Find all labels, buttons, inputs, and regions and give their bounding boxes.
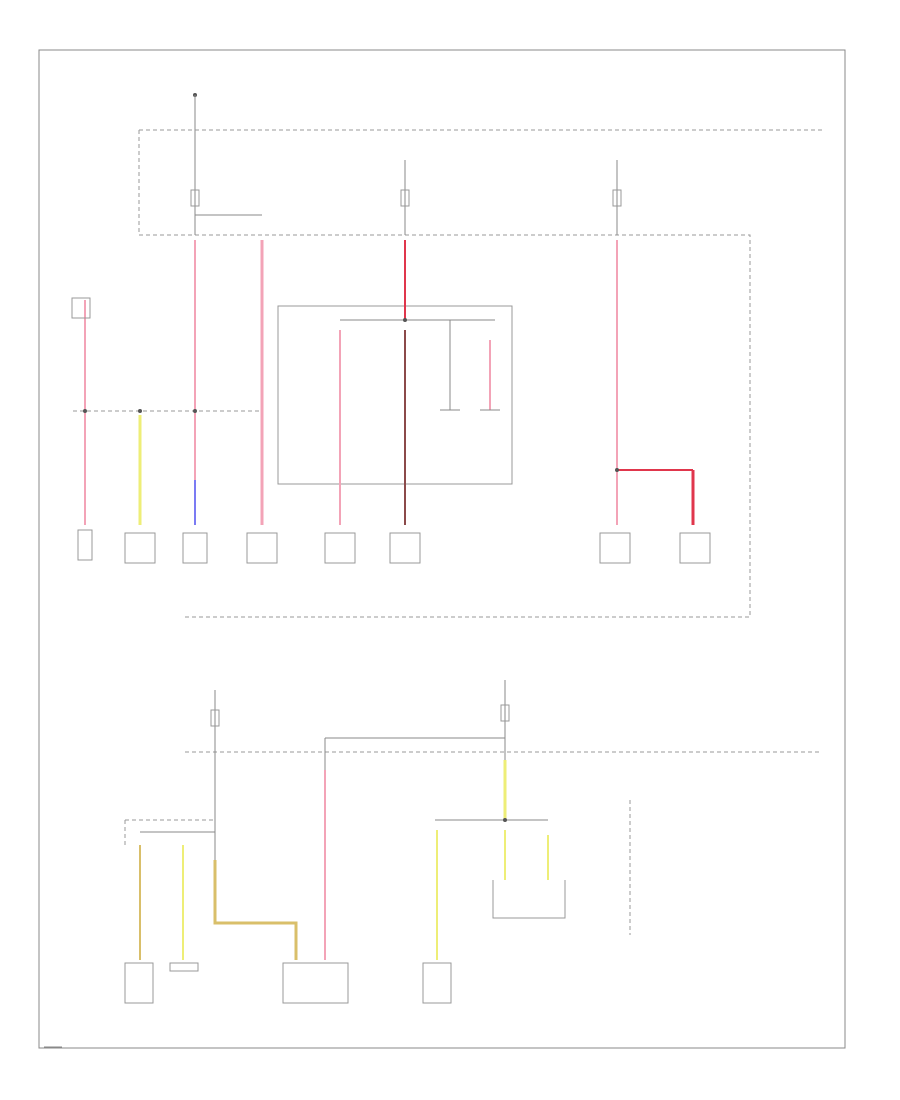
- wire-tan-route: [213, 860, 298, 960]
- relay-block: [277, 305, 513, 485]
- fuse-b: [400, 189, 410, 207]
- fuse-c: [612, 189, 622, 207]
- page-frame: [38, 49, 846, 1049]
- fuse-box-outline: [138, 129, 825, 618]
- fuse-a: [190, 189, 200, 207]
- component-connectors-lower: [124, 962, 452, 1004]
- component-connectors-upper: [77, 529, 711, 564]
